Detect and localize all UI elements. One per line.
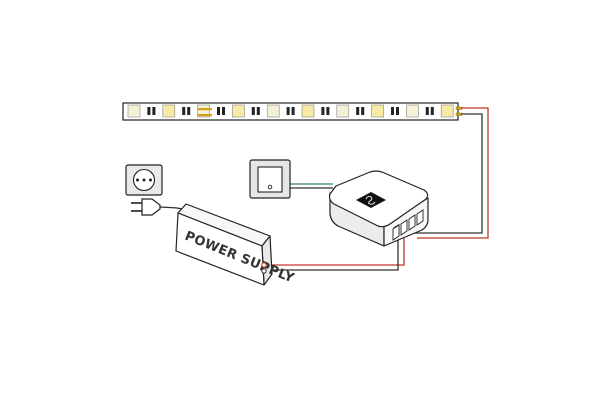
controller-port-2: [400, 219, 408, 236]
psu-terminal-positive: [261, 262, 267, 268]
led-chip: [440, 104, 454, 118]
led-chip: [127, 104, 141, 118]
led-chip: [336, 104, 350, 118]
wire-black-psu: [265, 240, 399, 271]
resistor-mark: [425, 107, 434, 115]
resistor-mark: [321, 107, 330, 115]
led-chip: [371, 104, 384, 118]
wire-black-strip: [412, 113, 483, 234]
led-strip: [122, 102, 463, 121]
plug-icon: [131, 198, 161, 216]
wire-red-strip: [417, 107, 489, 239]
psu-terminal-negative: [261, 268, 267, 274]
led-chip: [301, 104, 315, 118]
resistor-mark: [147, 107, 156, 115]
controller-port-3: [408, 214, 416, 231]
resistor-mark: [182, 107, 191, 115]
controller-port-4: [416, 209, 424, 226]
led-chip: [162, 104, 176, 118]
led-chip: [266, 104, 280, 118]
power-supply-icon: POWER SUPPLY: [175, 203, 296, 286]
resistor-mark: [356, 107, 365, 115]
wires: [159, 107, 489, 271]
resistor-mark: [286, 107, 295, 115]
resistor-mark: [391, 107, 399, 115]
led-chips: [127, 104, 454, 118]
led-chip: [406, 104, 419, 118]
wire-red-psu: [265, 238, 405, 266]
socket-icon: [125, 164, 163, 196]
resistor-mark: [251, 107, 260, 115]
controller-icon: [328, 170, 429, 247]
controller-port-1: [392, 224, 400, 241]
led-chip: [232, 104, 245, 118]
resistor-mark: [217, 107, 225, 115]
led-strip-cut-pads: [198, 108, 212, 117]
controller-logo-icon: [356, 192, 386, 208]
switch-icon: [249, 159, 291, 199]
